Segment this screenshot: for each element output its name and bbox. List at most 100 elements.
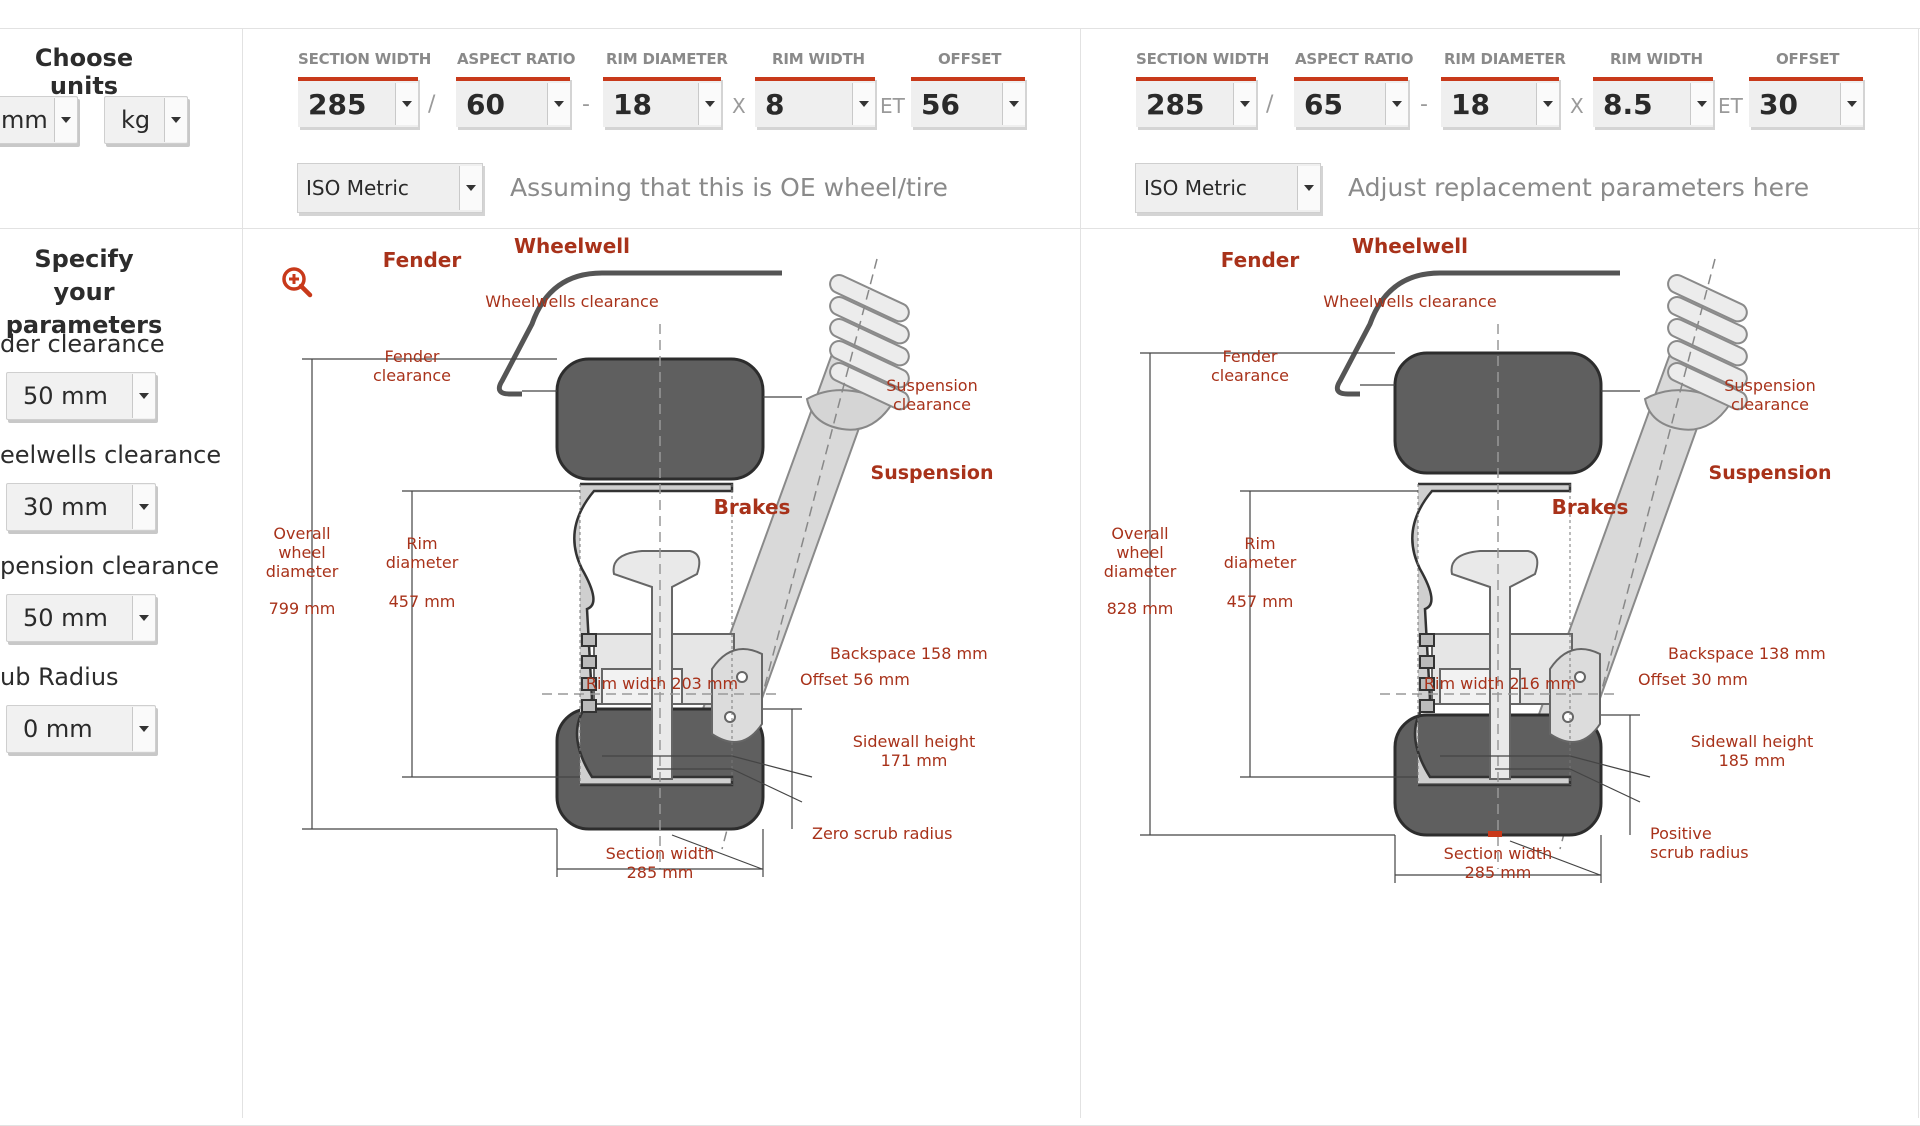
chevron-down-icon xyxy=(547,83,570,125)
offset-leader xyxy=(731,768,803,803)
rim-width-select[interactable]: 8 xyxy=(755,77,875,127)
rim-diameter-select[interactable]: 18 xyxy=(1441,77,1559,127)
section-width-select[interactable]: 285 xyxy=(1136,77,1256,127)
fender-label: Fender xyxy=(383,248,462,272)
fender-clearance-label-2: clearance xyxy=(1211,366,1289,385)
brakes-label: Brakes xyxy=(1552,495,1629,519)
scrub-radius-label: ub Radius xyxy=(0,663,119,691)
suspension-clearance-select[interactable]: 50 mm xyxy=(6,594,156,642)
params-title-line1: Specify your xyxy=(34,245,134,306)
slash-separator: / xyxy=(428,92,436,117)
steering-knuckle xyxy=(711,648,763,743)
scrub-radius-select[interactable]: 0 mm xyxy=(6,705,156,753)
standard-select[interactable]: ISO Metric xyxy=(297,163,483,213)
zoom-in-icon[interactable] xyxy=(280,265,314,299)
x-separator: X xyxy=(1570,94,1584,118)
spring-coil xyxy=(829,274,910,323)
section-width-label: Section width xyxy=(606,844,715,863)
overall-diameter-label-2: wheel xyxy=(1116,543,1163,562)
rim-diameter-value: 457 mm xyxy=(389,592,456,611)
et-separator: ET xyxy=(1718,94,1743,118)
wheelwells-clearance-value: 30 mm xyxy=(23,493,108,521)
offset-label: OFFSET xyxy=(1776,50,1840,68)
fender-clearance-select[interactable]: 50 mm xyxy=(6,372,156,420)
wheelwells-clearance-label: Wheelwells clearance xyxy=(485,292,658,311)
section-width-value: 285 xyxy=(1146,87,1205,121)
overall-diameter-label: Overall xyxy=(1111,524,1168,543)
aspect-ratio-select[interactable]: 65 xyxy=(1294,77,1408,127)
suspension-clearance-label: Suspension xyxy=(886,376,977,395)
chevron-down-icon xyxy=(395,83,418,125)
scrub-leader xyxy=(671,834,763,870)
wheelwells-clearance-select[interactable]: 30 mm xyxy=(6,483,156,531)
standard-select[interactable]: ISO Metric xyxy=(1135,163,1321,213)
fender-outline xyxy=(1334,270,1620,397)
chevron-down-icon xyxy=(54,98,77,142)
overall-diameter-label-3: diameter xyxy=(266,562,339,581)
spring-seat xyxy=(1643,389,1732,431)
standard-value: ISO Metric xyxy=(1144,176,1247,200)
suspension-clearance-label: pension clearance xyxy=(0,552,219,580)
fender-label: Fender xyxy=(1221,248,1300,272)
rim-diameter-label: Rim xyxy=(406,534,437,553)
chevron-down-icon xyxy=(1536,83,1559,125)
wheelwell-label: Wheelwell xyxy=(514,234,630,258)
section-width-value: 285 mm xyxy=(627,863,694,882)
scrub-leader xyxy=(1509,840,1601,876)
units-title: Choose units xyxy=(34,44,134,100)
x-separator: X xyxy=(732,94,746,118)
spring-coil xyxy=(1667,318,1748,367)
params-title: Specify your parameters xyxy=(0,243,168,342)
rim-profile xyxy=(1411,482,1572,787)
rim-profile xyxy=(573,482,734,787)
aspect-ratio-value: 65 xyxy=(1304,87,1343,121)
scrub-marker xyxy=(1488,831,1502,837)
bolt-hole xyxy=(1574,671,1586,683)
spring-coil xyxy=(829,296,910,345)
aspect-ratio-label: ASPECT RATIO xyxy=(1295,50,1414,68)
offset-select[interactable]: 30 xyxy=(1749,77,1863,127)
brake-caliper xyxy=(1450,550,1539,780)
rim-diameter-label-2: diameter xyxy=(386,553,459,572)
section-width-value: 285 xyxy=(308,87,367,121)
rim-diameter-select[interactable]: 18 xyxy=(603,77,721,127)
standard-value: ISO Metric xyxy=(306,176,409,200)
offset-select[interactable]: 56 xyxy=(911,77,1025,127)
center-divider xyxy=(1080,28,1081,1118)
weight-unit-select[interactable]: kg xyxy=(104,96,188,144)
rim-width-value: 8.5 xyxy=(1603,87,1653,121)
strut-axis xyxy=(1559,258,1716,850)
lug-stud xyxy=(1419,633,1435,647)
rim-diameter-label-2: diameter xyxy=(1224,553,1297,572)
fender-clearance-label: Fender xyxy=(1223,347,1278,366)
suspension-clearance-value: 50 mm xyxy=(23,604,108,632)
brakes-label: Brakes xyxy=(714,495,791,519)
rim-width-select[interactable]: 8.5 xyxy=(1593,77,1713,127)
rim-width-label: Rim width 216 mm xyxy=(1424,674,1576,693)
chevron-down-icon xyxy=(132,596,155,640)
spring-coil xyxy=(829,340,910,389)
chevron-down-icon xyxy=(1002,83,1025,125)
rim-diameter-label: RIM DIAMETER xyxy=(606,50,728,68)
section-width-select[interactable]: 285 xyxy=(298,77,418,127)
bolt-hole xyxy=(724,711,736,723)
section-width-value: 285 mm xyxy=(1465,863,1532,882)
sidewall-height-label: Sidewall height xyxy=(1691,732,1813,751)
spring-seat xyxy=(805,389,894,431)
lug-stud xyxy=(581,699,597,713)
offset-label: OFFSET xyxy=(938,50,1002,68)
fender-clearance-label-2: clearance xyxy=(373,366,451,385)
rim-width-value: 8 xyxy=(765,87,785,121)
overall-diameter-value: 799 mm xyxy=(269,599,336,618)
lug-stud xyxy=(581,677,597,691)
spring-coil xyxy=(829,362,910,411)
rim-diameter-value: 18 xyxy=(613,87,652,121)
rim-diameter-value: 18 xyxy=(1451,87,1490,121)
steering-knuckle xyxy=(1549,648,1601,743)
scrub-radius-label: Positive xyxy=(1650,824,1712,843)
strut-axis xyxy=(721,258,878,850)
scrub-radius-label: Zero scrub radius xyxy=(812,824,952,843)
aspect-ratio-select[interactable]: 60 xyxy=(456,77,570,127)
rim-diameter-label: RIM DIAMETER xyxy=(1444,50,1566,68)
length-unit-select[interactable]: mm xyxy=(0,96,78,144)
